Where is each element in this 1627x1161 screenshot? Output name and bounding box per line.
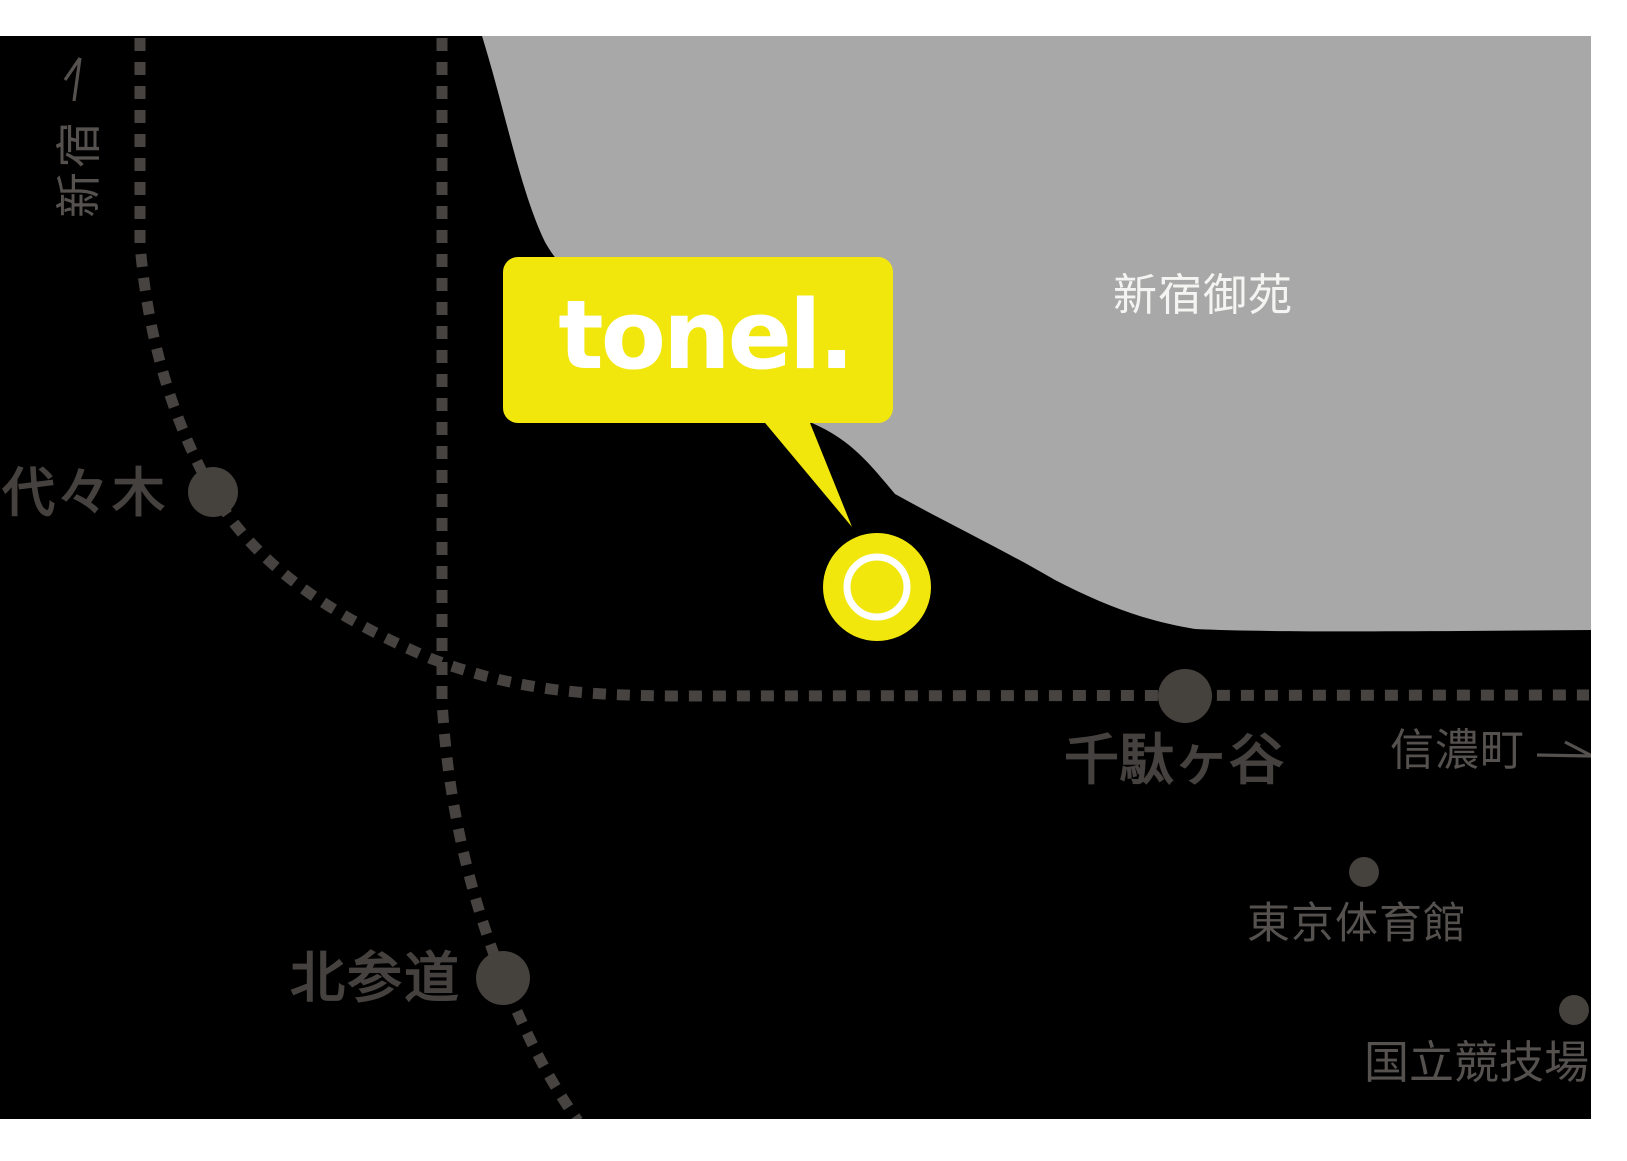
landmark-label-gymnasium: 東京体育館	[1247, 900, 1467, 948]
park-label: 新宿御苑	[1113, 271, 1293, 320]
logo-bubble-tail	[761, 418, 852, 527]
landmark-dot-gymnasium	[1349, 857, 1379, 887]
station-label-kitasando: 北参道	[290, 947, 462, 1009]
landmark-label-stadium: 国立競技場	[1364, 1037, 1590, 1088]
direction-label-shinanomachi: 信濃町	[1390, 726, 1525, 775]
location-marker-ring	[843, 553, 911, 621]
station-dot-kitasando	[476, 951, 530, 1005]
landmark-dot-stadium	[1559, 995, 1589, 1025]
station-label-sendagaya: 千駄ヶ谷	[1064, 729, 1285, 791]
rail-line-sobu	[134, 38, 1590, 702]
location-marker	[823, 533, 931, 641]
direction-label-shinjuku: 新宿	[53, 118, 105, 218]
station-dot-yoyogi	[188, 467, 238, 517]
logo-bubble	[503, 257, 893, 423]
station-dot-sendagaya	[1158, 669, 1212, 723]
park-area-shape	[482, 36, 1591, 632]
logo-text: tonel.	[558, 280, 854, 391]
station-label-yoyogi: 代々木	[2, 464, 167, 523]
up-arrow-icon	[63, 57, 82, 102]
right-arrow-icon	[1536, 740, 1591, 758]
